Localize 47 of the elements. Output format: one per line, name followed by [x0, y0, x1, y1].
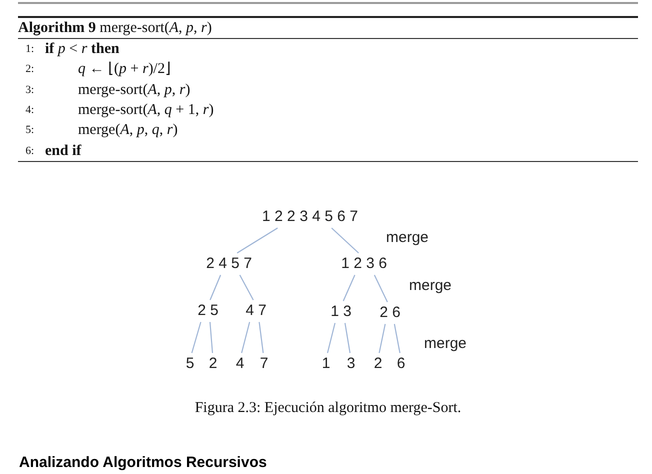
number-sequence: 2 4 5 7 [203, 253, 255, 275]
branch-line [209, 322, 214, 354]
branch-line [378, 324, 386, 354]
figure-caption: Figura 2.3: Ejecución algoritmo merge-Sort. [194, 399, 462, 417]
code-line: end if [45, 142, 82, 160]
number-sequence: 1 2 2 3 4 5 6 7 [259, 206, 361, 228]
line-number: 4: [24, 102, 34, 118]
line-number: 1: [24, 42, 34, 57]
branch-line [210, 274, 222, 300]
annotation-label: merge [424, 335, 467, 353]
line-number: 5: [24, 123, 34, 138]
code-line: if p < r then [45, 40, 120, 58]
algorithm-title: Algorithm 9 merge-sort(A, p, r) [18, 19, 212, 37]
branch-line [374, 274, 388, 302]
number-sequence: 3 [344, 353, 358, 375]
branch-line [394, 324, 400, 354]
number-sequence: 7 [256, 353, 272, 375]
code-line: q ← ⌊(p + r)/2⌋ [78, 60, 171, 78]
branch-line [344, 322, 351, 354]
section-heading: Analizando Algoritmos Recursivos [19, 454, 267, 472]
branch-line [236, 228, 278, 254]
branch-line [241, 322, 250, 354]
number-sequence: 5 [182, 353, 198, 375]
branch-line [239, 274, 254, 300]
number-sequence: 4 [232, 353, 248, 375]
branch-line [326, 322, 336, 354]
code-line: merge-sort(A, q + 1, r) [78, 100, 214, 119]
line-number: 2: [24, 62, 34, 78]
line-number: 6: [24, 144, 34, 158]
line-number: 3: [24, 82, 34, 98]
number-sequence: 2 5 [194, 300, 222, 322]
number-sequence: 1 3 [328, 301, 354, 323]
branch-line [342, 274, 356, 302]
annotation-label: merge [386, 229, 429, 247]
number-sequence: 6 [394, 353, 408, 375]
number-sequence: 2 [370, 353, 386, 375]
branch-line [191, 322, 202, 354]
code-line: merge-sort(A, p, r) [78, 80, 190, 99]
branch-line [331, 228, 359, 254]
branch-line [258, 322, 264, 354]
number-sequence: 1 [318, 353, 334, 375]
number-sequence: 2 6 [376, 302, 404, 324]
number-sequence: 2 [206, 353, 220, 375]
code-line: merge(A, p, q, r) [78, 121, 178, 140]
annotation-label: merge [409, 277, 452, 295]
number-sequence: 4 7 [242, 300, 270, 322]
number-sequence: 1 2 3 6 [338, 253, 390, 275]
